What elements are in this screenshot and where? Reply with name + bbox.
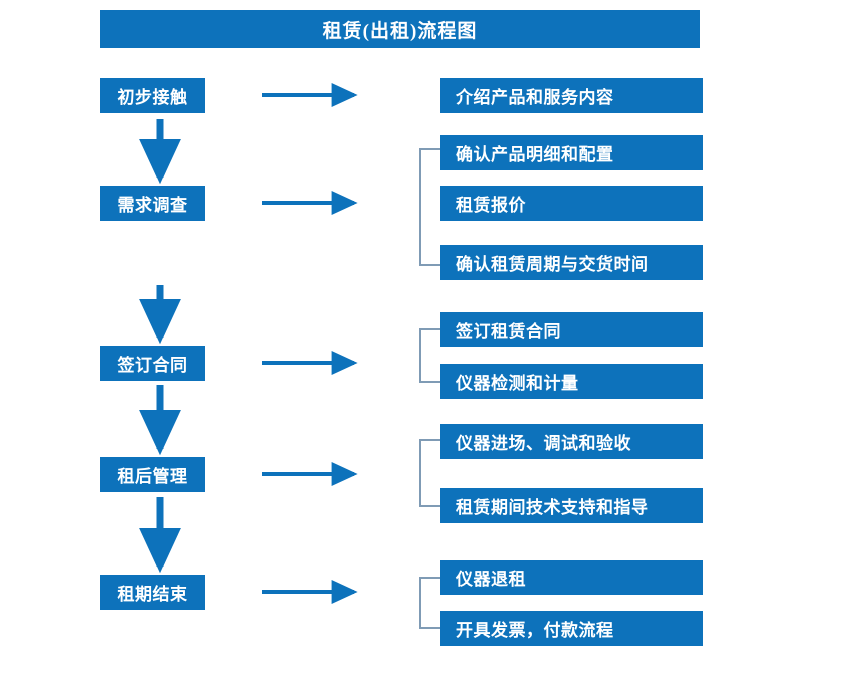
horizontal-arrow-group — [262, 83, 358, 604]
bracket-closing — [419, 577, 440, 629]
bracket-post-rental — [419, 439, 440, 507]
diagram-title: 租赁(出租)流程图 — [100, 10, 700, 48]
stage-box-sign-contract[interactable]: 签订合同 — [100, 346, 205, 381]
detail-box-sign-rental-contract[interactable]: 签订租赁合同 — [440, 312, 703, 347]
bracket-contract — [419, 328, 440, 383]
stage-box-rental-end[interactable]: 租期结束 — [100, 575, 205, 610]
detail-box-introduce-products[interactable]: 介绍产品和服务内容 — [440, 78, 703, 113]
stage-box-requirement-survey[interactable]: 需求调查 — [100, 186, 205, 221]
stage-box-post-rental-mgmt[interactable]: 租后管理 — [100, 457, 205, 492]
stage-box-initial-contact[interactable]: 初步接触 — [100, 78, 205, 113]
detail-box-technical-support[interactable]: 租赁期间技术支持和指导 — [440, 488, 703, 523]
detail-box-invoice-payment[interactable]: 开具发票，付款流程 — [440, 611, 703, 646]
detail-box-instrument-test-metering[interactable]: 仪器检测和计量 — [440, 364, 703, 399]
detail-box-instrument-return[interactable]: 仪器退租 — [440, 560, 703, 595]
detail-box-confirm-period-delivery[interactable]: 确认租赁周期与交货时间 — [440, 245, 703, 280]
detail-box-rental-quotation[interactable]: 租赁报价 — [440, 186, 703, 221]
bracket-requirements — [419, 148, 440, 266]
detail-box-onsite-commission-acceptance[interactable]: 仪器进场、调试和验收 — [440, 424, 703, 459]
detail-box-confirm-spec-config[interactable]: 确认产品明细和配置 — [440, 135, 703, 170]
bracket-group — [419, 148, 440, 629]
